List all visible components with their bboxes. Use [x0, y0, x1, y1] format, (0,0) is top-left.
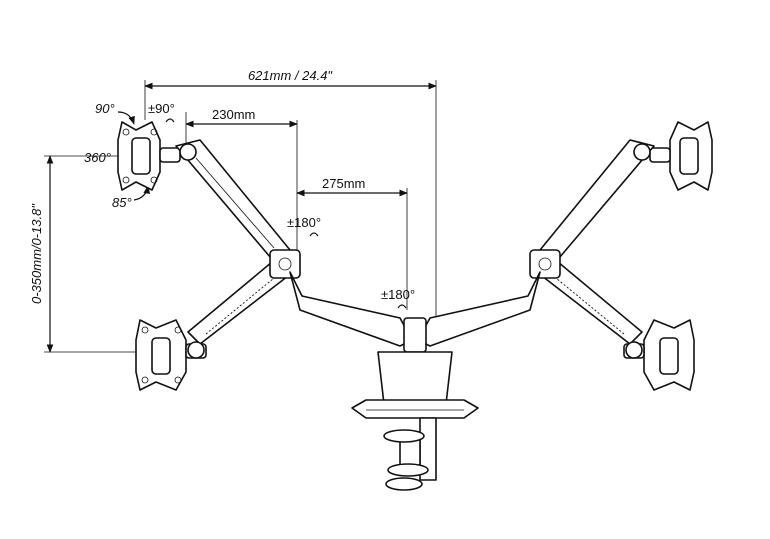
right-arm [417, 121, 713, 391]
tilt-down-label: 85° [112, 195, 132, 210]
tilt-up-label: 90° [95, 101, 115, 116]
elbow-swivel-label: ±180° [287, 215, 321, 230]
height-dimension: 0-350mm/0-13.8" [29, 155, 140, 353]
upper-arm-label: 230mm [212, 107, 255, 122]
lower-arm-label: 275mm [322, 176, 365, 191]
height-range-label: 0-350mm/0-13.8" [29, 203, 44, 304]
base-swivel-label: ±180° [381, 287, 415, 302]
desk-clamp [383, 417, 437, 491]
center-pole [377, 317, 453, 405]
desk-base-plate [351, 399, 479, 419]
elbow-swivel-arrow [309, 232, 319, 237]
upper-arm-dimension: 230mm [185, 107, 298, 250]
left-arm-raised [175, 139, 291, 265]
total-width-label: 621mm / 24.4" [248, 68, 333, 83]
tilt-down-arrow [133, 185, 151, 201]
total-width-dimension: 621mm / 24.4" [144, 68, 437, 330]
pivot-arrow [165, 118, 175, 123]
base-swivel-arrow [397, 304, 407, 309]
tilt-up-arrow [117, 111, 135, 125]
vesa-plate-left-upper [117, 121, 181, 191]
left-arm-lowered [187, 261, 289, 359]
rotate-label: 360° [84, 150, 111, 165]
lower-arm-dimension: 275mm [296, 176, 408, 310]
pivot-label: ±90° [148, 101, 175, 116]
vesa-plate-left-lower [135, 319, 207, 391]
